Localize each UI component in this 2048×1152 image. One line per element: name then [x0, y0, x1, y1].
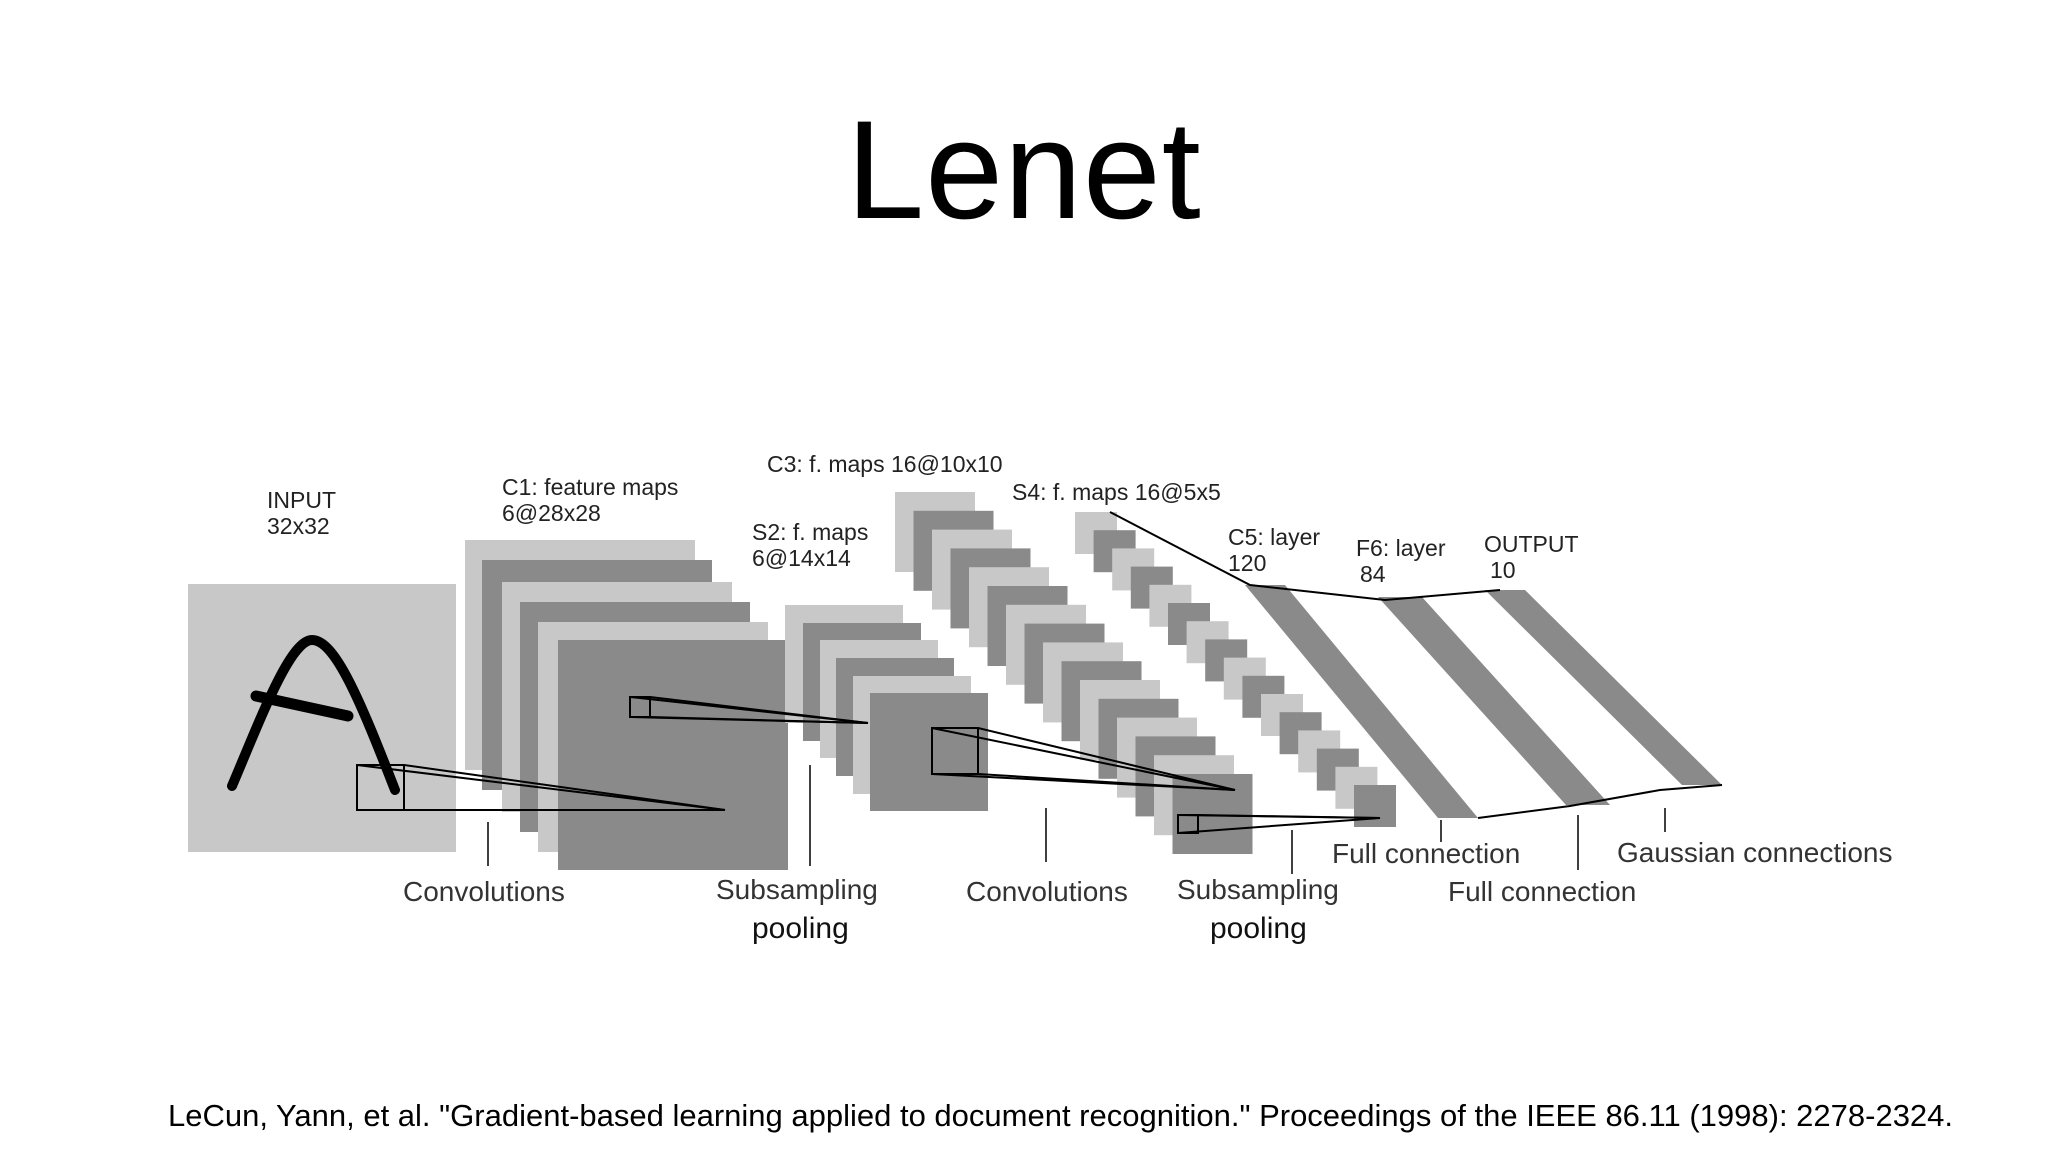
c5-size-label: 120	[1228, 550, 1266, 576]
s2-layer	[785, 605, 988, 811]
s4-layer	[1075, 512, 1396, 827]
s2-receptive-field	[931, 727, 979, 775]
f6-label: F6: layer	[1356, 535, 1446, 561]
conv1-label: Convolutions	[403, 876, 565, 907]
operation-ticks	[487, 765, 1666, 874]
input-plane	[188, 584, 456, 852]
c5-band	[1245, 585, 1478, 818]
c1-front-map	[558, 640, 788, 870]
output-label: OUTPUT	[1484, 531, 1579, 557]
s4-feature-map	[1354, 785, 1396, 827]
citation: LeCun, Yann, et al. "Gradient-based lear…	[168, 1098, 1954, 1133]
gauss-label: Gaussian connections	[1617, 837, 1893, 868]
slide-title: Lenet	[846, 91, 1202, 248]
conv2-projection	[931, 727, 1236, 791]
c3-layer	[895, 492, 1253, 854]
c3-label: C3: f. maps 16@10x10	[767, 451, 1003, 477]
s4-label: S4: f. maps 16@5x5	[1012, 479, 1221, 505]
sub1-label: Subsampling	[716, 874, 878, 905]
c5-label: C5: layer	[1228, 524, 1320, 550]
sub1-projection	[629, 696, 869, 724]
conv1-projection	[356, 764, 726, 811]
sub2-label: Subsampling	[1177, 874, 1339, 905]
sub2-projection	[1177, 814, 1381, 834]
handwritten-a-glyph	[227, 634, 400, 795]
f6-size-label: 84	[1360, 561, 1386, 587]
input-size-label: 32x32	[267, 513, 330, 539]
c1-layer	[465, 540, 788, 870]
s2-label: S2: f. maps	[752, 519, 868, 545]
c1-label: C1: feature maps	[502, 474, 678, 500]
pool2-label: pooling	[1210, 912, 1307, 945]
full1-label: Full connection	[1332, 838, 1520, 869]
pool1-label: pooling	[752, 912, 849, 945]
s2-size-label: 6@14x14	[752, 545, 851, 571]
fully-connected-layers	[1109, 511, 1723, 819]
input-label: INPUT	[267, 487, 336, 513]
full2-label: Full connection	[1448, 876, 1636, 907]
conv2-label: Convolutions	[966, 876, 1128, 907]
output-band	[1485, 590, 1722, 785]
c1-size-label: 6@28x28	[502, 500, 601, 526]
input-layer	[188, 584, 456, 852]
s2-front-map	[870, 693, 988, 811]
f6-band	[1378, 597, 1610, 805]
output-size-label: 10	[1490, 557, 1516, 583]
